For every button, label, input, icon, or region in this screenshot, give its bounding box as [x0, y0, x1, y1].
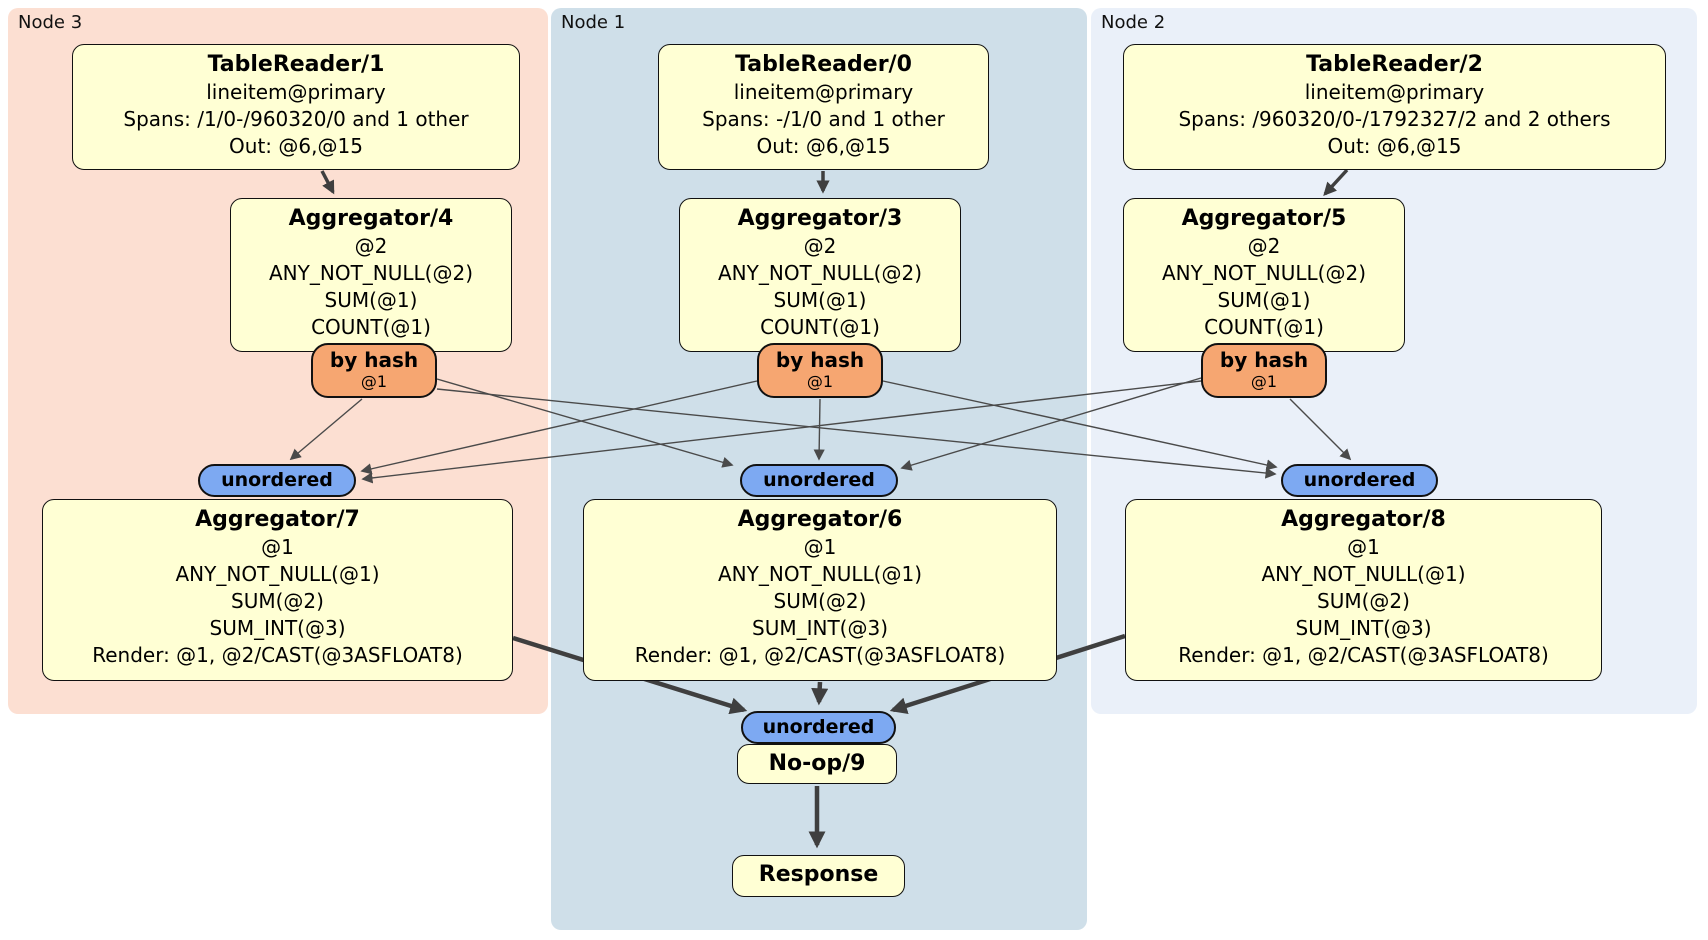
processor-detail: @2 — [803, 234, 837, 258]
processor-detail: Render: @1, @2/CAST(@3ASFLOAT8) — [92, 643, 463, 667]
processor-title: Aggregator/7 — [195, 507, 360, 532]
sync-unordered-aggregator6: unordered — [740, 464, 898, 497]
processor-detail: COUNT(@1) — [311, 315, 431, 339]
processor-title: Aggregator/3 — [737, 206, 903, 231]
processor-detail: SUM(@2) — [1317, 589, 1410, 613]
router-by-hash-5: by hash @1 — [1201, 343, 1327, 398]
router-label: by hash — [775, 348, 865, 372]
processor-detail: ANY_NOT_NULL(@1) — [718, 562, 922, 586]
processor-detail: ANY_NOT_NULL(@1) — [175, 562, 380, 586]
processor-title: No-op/9 — [768, 751, 866, 776]
processor-aggregator-8: Aggregator/8 @1 ANY_NOT_NULL(@1) SUM(@2)… — [1125, 499, 1602, 681]
processor-detail: SUM(@1) — [324, 288, 418, 312]
processor-detail: Spans: /1/0-/960320/0 and 1 other — [123, 107, 469, 131]
processor-aggregator-5: Aggregator/5 @2 ANY_NOT_NULL(@2) SUM(@1)… — [1123, 198, 1405, 352]
processor-detail: Out: @6,@15 — [756, 134, 891, 158]
processor-detail: @1 — [803, 535, 837, 559]
processor-detail: @1 — [261, 535, 294, 559]
processor-detail: @2 — [1247, 234, 1281, 258]
router-by-hash-4: by hash @1 — [311, 343, 437, 398]
processor-noop-9: No-op/9 — [737, 744, 897, 784]
router-label: by hash — [329, 348, 419, 372]
processor-title: TableReader/0 — [735, 52, 912, 77]
processor-detail: Out: @6,@15 — [1327, 134, 1462, 158]
processor-detail: Spans: /960320/0-/1792327/2 and 2 others — [1178, 107, 1611, 131]
region-node-1-label: Node 1 — [561, 12, 626, 33]
router-label: by hash — [1219, 348, 1309, 372]
sync-unordered-aggregator8: unordered — [1281, 464, 1438, 497]
processor-detail: SUM(@1) — [1217, 288, 1311, 312]
processor-detail: @2 — [354, 234, 388, 258]
processor-response: Response — [732, 855, 905, 897]
processor-detail: SUM(@2) — [773, 589, 867, 613]
sync-unordered-aggregator7: unordered — [198, 464, 356, 497]
router-by-hash-3: by hash @1 — [757, 343, 883, 398]
processor-detail: ANY_NOT_NULL(@1) — [1261, 562, 1466, 586]
processor-title: Aggregator/5 — [1181, 206, 1347, 231]
processor-detail: COUNT(@1) — [1204, 315, 1324, 339]
processor-detail: ANY_NOT_NULL(@2) — [269, 261, 473, 285]
processor-detail: SUM_INT(@3) — [1295, 616, 1432, 640]
processor-detail: ANY_NOT_NULL(@2) — [718, 261, 922, 285]
processor-detail: lineitem@primary — [206, 80, 386, 104]
processor-detail: lineitem@primary — [1304, 80, 1485, 104]
router-detail: @1 — [1250, 372, 1278, 391]
processor-aggregator-7: Aggregator/7 @1 ANY_NOT_NULL(@1) SUM(@2)… — [42, 499, 513, 681]
processor-title: Response — [758, 862, 879, 887]
processor-tablereader-0: TableReader/0 lineitem@primary Spans: -/… — [658, 44, 989, 170]
processor-detail: Out: @6,@15 — [229, 134, 363, 158]
processor-detail: COUNT(@1) — [760, 315, 880, 339]
processor-detail: Render: @1, @2/CAST(@3ASFLOAT8) — [1178, 643, 1549, 667]
processor-detail: SUM_INT(@3) — [752, 616, 888, 640]
sync-unordered-noop9: unordered — [741, 711, 896, 744]
processor-title: Aggregator/4 — [288, 206, 454, 231]
processor-detail: @1 — [1347, 535, 1380, 559]
processor-detail: ANY_NOT_NULL(@2) — [1162, 261, 1366, 285]
processor-detail: SUM(@1) — [773, 288, 867, 312]
router-detail: @1 — [806, 372, 834, 391]
router-detail: @1 — [360, 372, 388, 391]
processor-aggregator-6: Aggregator/6 @1 ANY_NOT_NULL(@1) SUM(@2)… — [583, 499, 1057, 681]
processor-title: TableReader/2 — [1306, 52, 1483, 77]
processor-detail: SUM(@2) — [231, 589, 324, 613]
processor-title: TableReader/1 — [207, 52, 385, 77]
processor-title: Aggregator/6 — [737, 507, 903, 532]
processor-detail: lineitem@primary — [733, 80, 914, 104]
processor-title: Aggregator/8 — [1281, 507, 1446, 532]
processor-detail: Render: @1, @2/CAST(@3ASFLOAT8) — [634, 643, 1006, 667]
region-node-3-label: Node 3 — [18, 12, 83, 33]
processor-aggregator-4: Aggregator/4 @2 ANY_NOT_NULL(@2) SUM(@1)… — [230, 198, 512, 352]
region-node-2-label: Node 2 — [1101, 12, 1166, 33]
processor-tablereader-1: TableReader/1 lineitem@primary Spans: /1… — [72, 44, 520, 170]
processor-detail: SUM_INT(@3) — [209, 616, 346, 640]
processor-tablereader-2: TableReader/2 lineitem@primary Spans: /9… — [1123, 44, 1666, 170]
processor-aggregator-3: Aggregator/3 @2 ANY_NOT_NULL(@2) SUM(@1)… — [679, 198, 961, 352]
processor-detail: Spans: -/1/0 and 1 other — [702, 107, 945, 131]
